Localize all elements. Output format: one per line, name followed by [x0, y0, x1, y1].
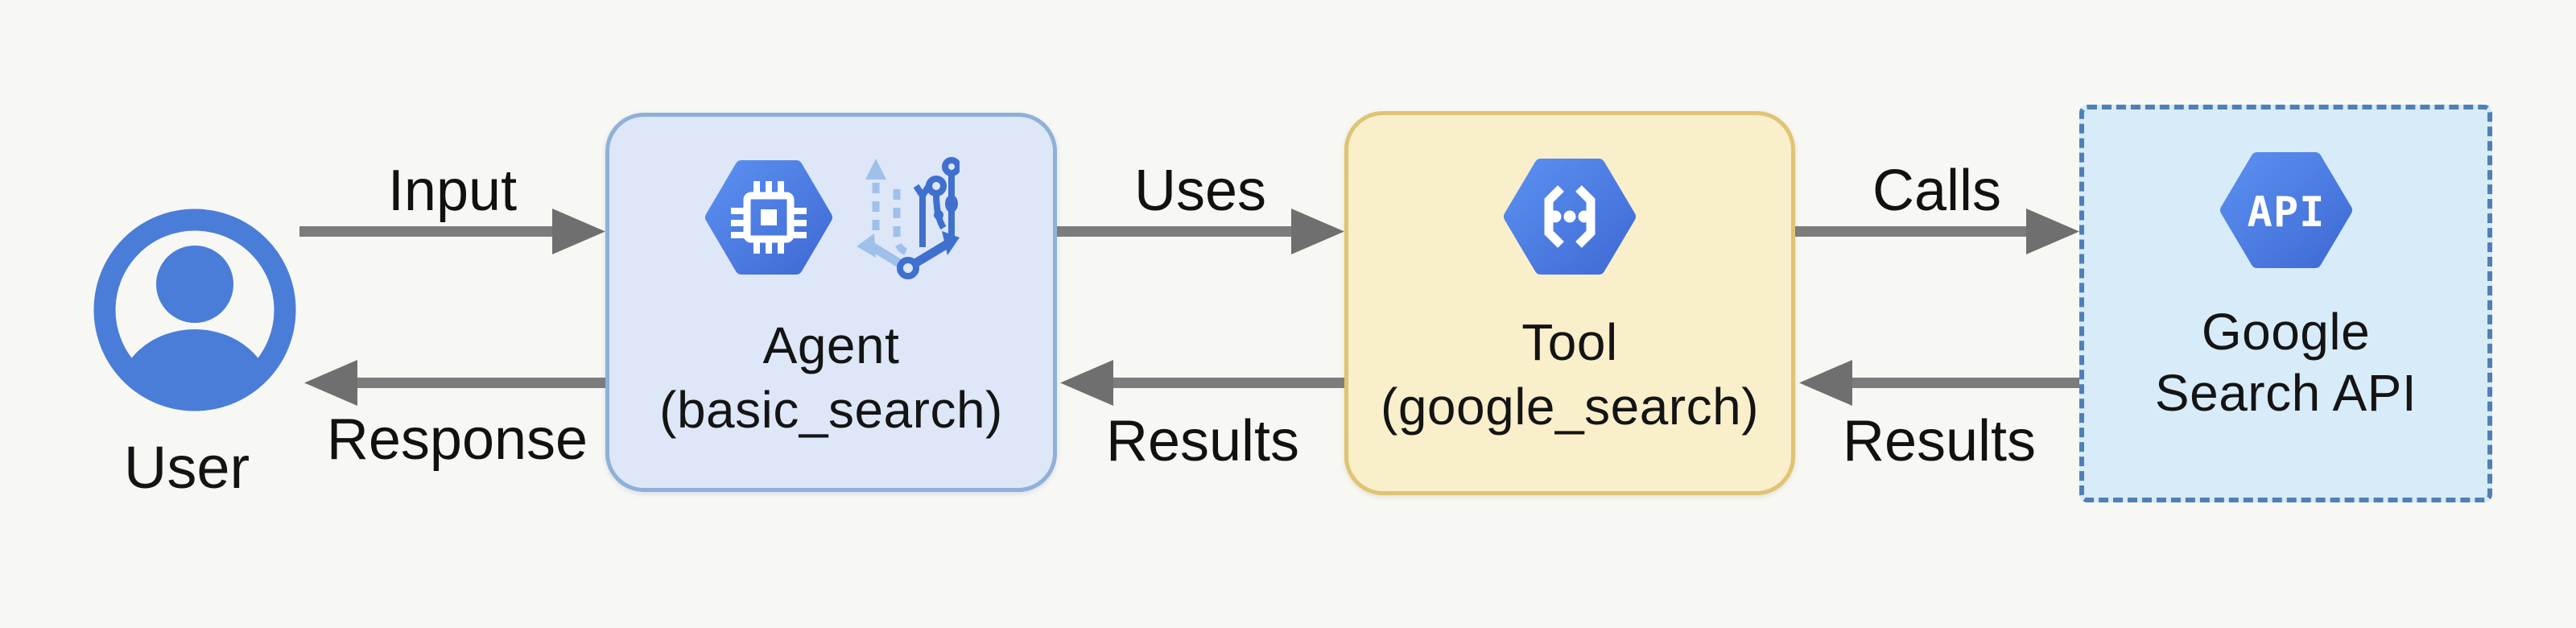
tool-node-title: Tool [1521, 313, 1618, 371]
uses-arrow [1057, 209, 1344, 254]
edge-label-input: Input [387, 159, 518, 223]
edge-label-results-api-tool: Results [1842, 409, 2037, 473]
branching-pipeline-icon [856, 157, 960, 279]
user-node-label: User [123, 434, 250, 501]
agent-icon-row [704, 154, 960, 281]
user-avatar-icon [93, 209, 296, 411]
google-search-api-node: API Google Search API [2079, 105, 2492, 502]
cpu-chip-hexagon-icon [704, 160, 832, 275]
results-api-tool-arrow [1799, 360, 2079, 406]
code-brackets-hexagon-icon [1504, 159, 1636, 275]
edge-label-uses: Uses [1133, 159, 1267, 223]
api-node-title-line1: Google [2201, 303, 2371, 361]
agent-node: Agent (basic_search) [605, 113, 1057, 492]
agent-node-title: Agent [762, 316, 900, 374]
api-node-title-line2: Search API [2154, 363, 2417, 422]
edge-label-calls: Calls [1872, 159, 2002, 223]
results-tool-agent-arrow [1060, 360, 1344, 406]
api-hexagon-icon: API [2219, 152, 2352, 268]
api-hexagon-label: API [2247, 188, 2325, 237]
agent-node-subtitle: (basic_search) [659, 380, 1003, 439]
input-arrow [299, 209, 605, 254]
response-arrow [304, 360, 605, 406]
tool-node: Tool (google_search) [1344, 111, 1795, 495]
calls-arrow [1795, 209, 2079, 254]
api-icon-row: API [2219, 148, 2354, 272]
edge-label-response: Response [326, 407, 588, 472]
edge-label-results-tool-agent: Results [1105, 409, 1300, 473]
tool-node-subtitle: (google_search) [1381, 377, 1759, 436]
tool-icon-row [1502, 155, 1637, 278]
